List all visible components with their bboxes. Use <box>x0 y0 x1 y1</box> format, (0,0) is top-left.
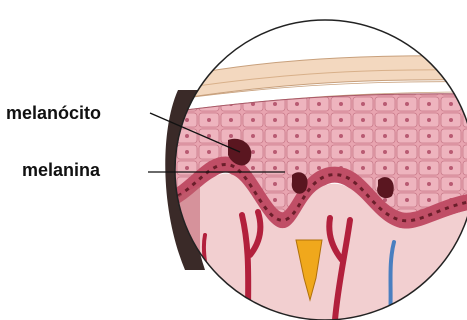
melanocyte-label: melanócito <box>6 103 101 123</box>
melanin-label: melanina <box>22 160 100 180</box>
magnified-skin-circle <box>170 15 467 320</box>
melanin-cluster <box>292 172 308 193</box>
